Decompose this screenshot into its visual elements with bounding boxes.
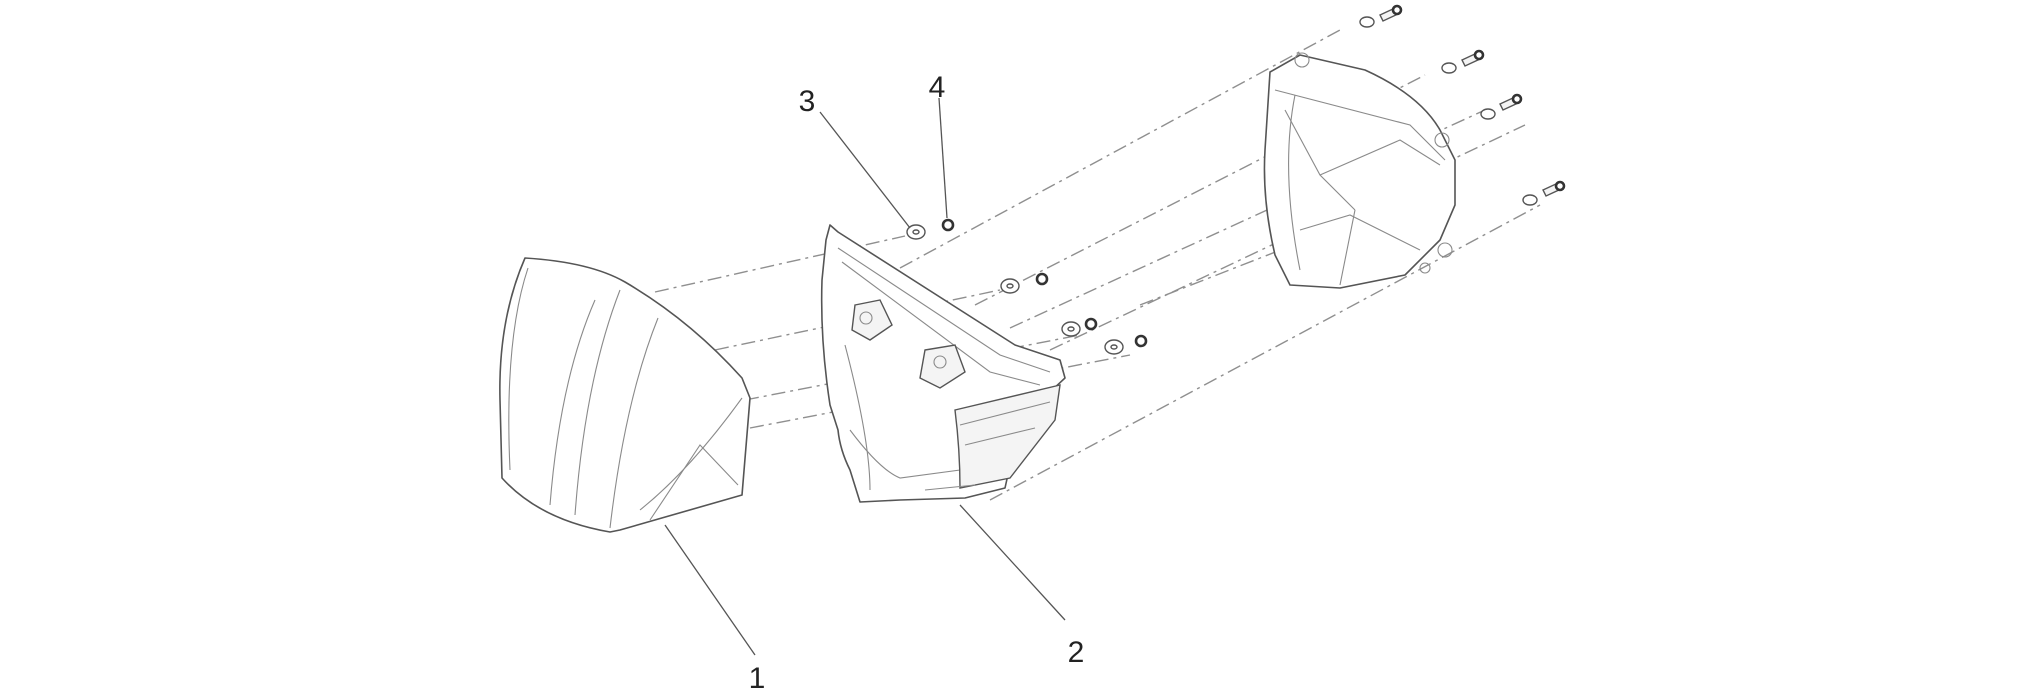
nut-icon bbox=[941, 218, 955, 232]
washers-and-nuts bbox=[906, 218, 1148, 355]
mounting-screws bbox=[1359, 4, 1566, 206]
washer-icon bbox=[1104, 339, 1124, 355]
screw-icon bbox=[1359, 4, 1403, 28]
washer-icon bbox=[1000, 278, 1020, 294]
callout-2-label: 2 bbox=[1068, 636, 1085, 669]
washer-icon bbox=[1061, 321, 1081, 337]
nut-icon bbox=[1084, 317, 1098, 331]
nut-icon bbox=[1035, 272, 1049, 286]
washer-icon bbox=[906, 224, 926, 240]
windscreen-part bbox=[499, 257, 751, 533]
screw-icon bbox=[1522, 180, 1566, 206]
callout-1-label: 1 bbox=[749, 662, 766, 694]
callout-leader-lines bbox=[664, 97, 1066, 656]
screw-icon bbox=[1480, 93, 1523, 120]
callout-4-label: 4 bbox=[929, 71, 946, 104]
nut-icon bbox=[1134, 334, 1148, 348]
screw-icon bbox=[1441, 49, 1485, 74]
callout-3-label: 3 bbox=[799, 85, 816, 118]
headlight-assembly-part bbox=[1263, 52, 1456, 289]
headlight-bracket-part bbox=[820, 224, 1066, 503]
